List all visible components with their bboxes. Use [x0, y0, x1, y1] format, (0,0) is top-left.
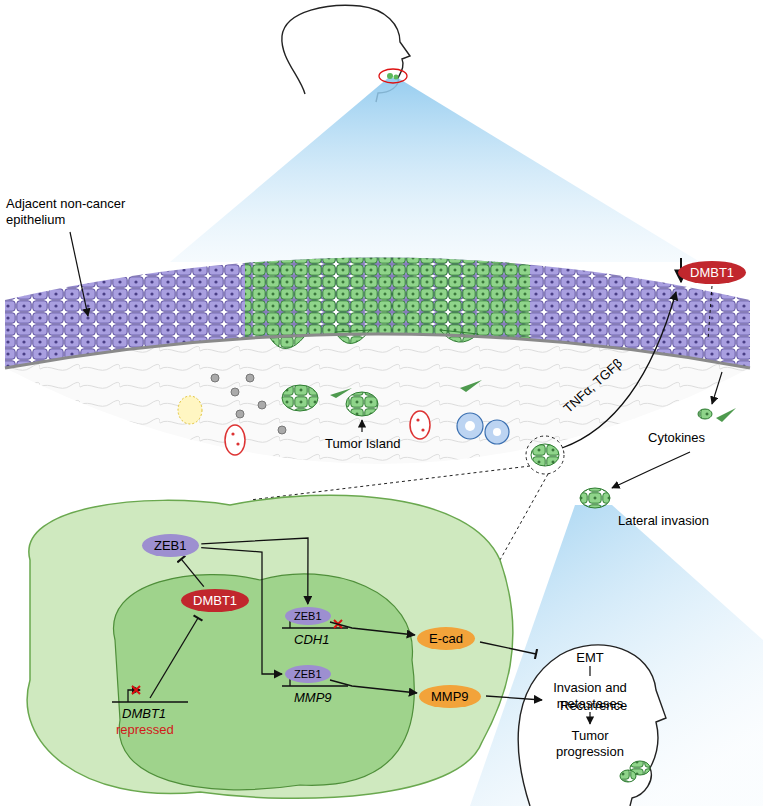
gland [457, 413, 509, 444]
tumor-island [580, 488, 610, 508]
tumor-island [282, 385, 318, 411]
dashed-link [708, 286, 712, 340]
process-label: Lateral invasion [618, 513, 728, 529]
cell-cytoplasm [27, 495, 513, 798]
node-text: ZEB1 [294, 610, 322, 622]
activation-connector [330, 680, 417, 693]
oral-lesion-marker [379, 69, 407, 83]
node-text: DMBT1 [193, 593, 237, 608]
node-text: E-cad [429, 631, 463, 646]
blood-vessel [225, 411, 430, 455]
protein-oval: DMBT1 [181, 589, 249, 612]
zoom-fan [470, 505, 763, 806]
inhibition-line [480, 642, 536, 654]
node-text: DMBT1 [690, 265, 734, 280]
process-label: Cytokines [648, 430, 728, 446]
cytokine-arrow [712, 372, 722, 404]
protein-oval: MMP9 [419, 685, 481, 708]
gene-label: MMP9 [294, 690, 344, 706]
process-label: Tumor progression [550, 728, 630, 759]
invasion-arrow [612, 452, 690, 488]
gene-label: CDH1 [294, 632, 344, 648]
protein-oval: DMBT1 [678, 261, 746, 284]
node-text: MMP9 [431, 689, 469, 704]
basement-membrane [5, 334, 750, 368]
tumor-island [346, 392, 378, 416]
region-label: Adjacent non-cancer epithelium [6, 196, 146, 227]
region-label: Tumor Island [325, 436, 415, 452]
activation-connector [330, 622, 415, 635]
node-text: ZEB1 [154, 538, 187, 553]
gene-status: repressed [116, 722, 186, 738]
oral-tumor [394, 75, 399, 80]
fibroblast [716, 408, 736, 422]
adipocyte [178, 396, 202, 424]
zoom-circle [526, 436, 564, 474]
tumor-cell [698, 409, 712, 419]
stroma [5, 334, 750, 464]
gland-lumen [465, 421, 501, 436]
repression-x [132, 620, 342, 694]
protein-oval: ZEB1 [142, 534, 199, 557]
leader-line [70, 232, 88, 316]
cell-nucleus [113, 574, 414, 790]
gene-label: DMBT1 [122, 706, 182, 722]
protein-oval: ZEB1 [285, 607, 331, 625]
inhibition-connector [181, 559, 204, 587]
arrow-line [486, 696, 542, 700]
inhibition-line [150, 618, 198, 698]
oral-tumor [387, 73, 393, 79]
protein-oval: ZEB1 [285, 665, 331, 683]
leader-line [361, 420, 362, 432]
tumor-island [531, 444, 559, 466]
zoom-fan [170, 78, 700, 262]
protein-oval: E-cad [417, 627, 475, 650]
node-text: ZEB1 [294, 668, 322, 680]
immune-cells [211, 374, 286, 434]
recurrent-tumor [620, 761, 650, 782]
process-label: EMT [560, 650, 620, 666]
head-outline [518, 645, 666, 806]
tumor-epithelium [245, 200, 530, 400]
process-label: Invasion and metastases [545, 680, 635, 711]
stroma-fibers [5, 334, 750, 464]
